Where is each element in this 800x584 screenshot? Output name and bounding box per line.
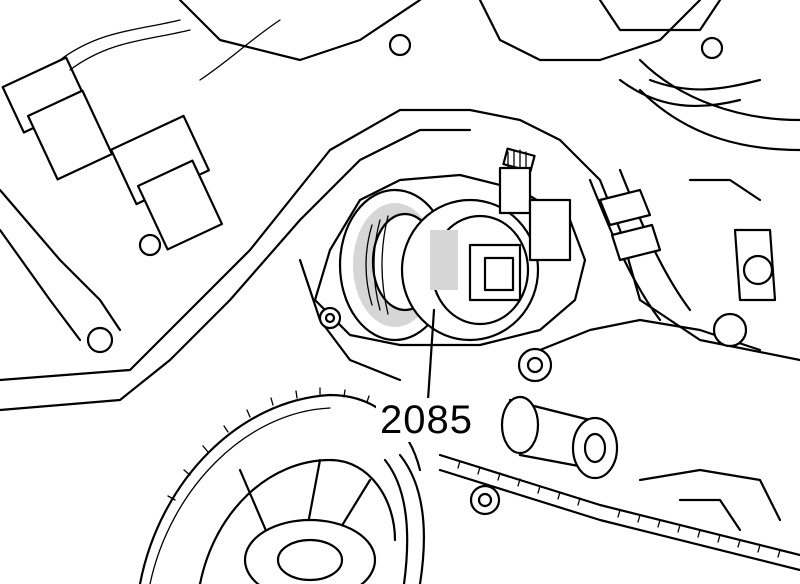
mounting-bolt [388,33,724,516]
adjuster-screw [498,147,572,262]
tensioner-assembly [313,147,587,347]
callout-leader-line [426,308,436,402]
pulley-grooves [365,215,389,315]
part-number-label: 2085 [376,398,477,442]
electrical-connectors [0,19,281,354]
idler-roller [500,395,782,532]
camshaft-sprocket [138,387,422,584]
timing-belt [383,453,800,584]
timing-cover-outline [0,0,800,412]
coolant-hose [588,78,777,348]
